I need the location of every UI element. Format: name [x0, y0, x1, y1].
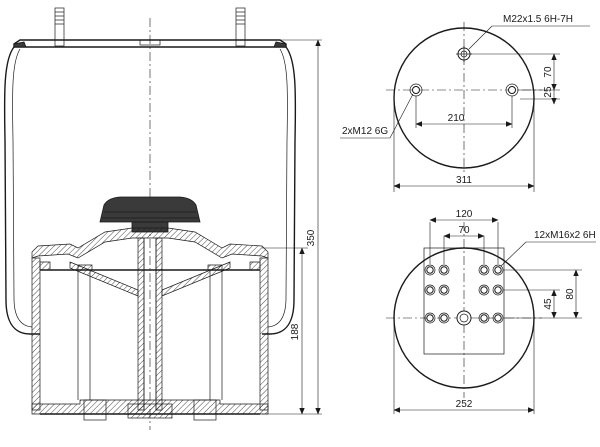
- threaded-holes: [424, 264, 504, 324]
- center-hole: [456, 310, 472, 326]
- thread-center-label: M22x1.5 6H-7H: [503, 14, 573, 25]
- bump-stop: [99, 196, 201, 233]
- dim-70-bottom-label: 70: [458, 225, 470, 236]
- thread-side-label: 2xM12 6G: [342, 126, 388, 137]
- air-spring-section-view: 350 188: [3, 7, 322, 430]
- dim-120-label: 120: [456, 209, 473, 220]
- rubber-bellows: [3, 46, 297, 335]
- side-hole-left: [412, 86, 420, 94]
- dim-45-label: 45: [543, 298, 554, 310]
- bottom-plate-view: 120 70 12xM16x2 6H 80 45 252: [386, 209, 596, 414]
- side-hole-right: [508, 86, 516, 94]
- dim-25-label: 25: [543, 86, 554, 98]
- dimension-height: 350: [262, 39, 322, 415]
- mounting-stud-left: [54, 7, 65, 47]
- dim-210-label: 210: [448, 113, 465, 124]
- dim-80-label: 80: [565, 288, 576, 300]
- mounting-stud-right: [235, 7, 246, 47]
- thread-holes-label: 12xM16x2 6H: [534, 230, 596, 241]
- top-plate-view: M22x1.5 6H-7H 2xM12 6G 210 70 25 311: [340, 14, 590, 192]
- dim-311-label: 311: [456, 175, 472, 186]
- dimension-piston-height: 188: [262, 247, 308, 415]
- dim-252-label: 252: [456, 399, 473, 410]
- piston: [31, 227, 269, 421]
- dim-350-label: 350: [306, 229, 317, 246]
- dim-188-label: 188: [290, 323, 301, 340]
- dim-70-label: 70: [543, 66, 554, 78]
